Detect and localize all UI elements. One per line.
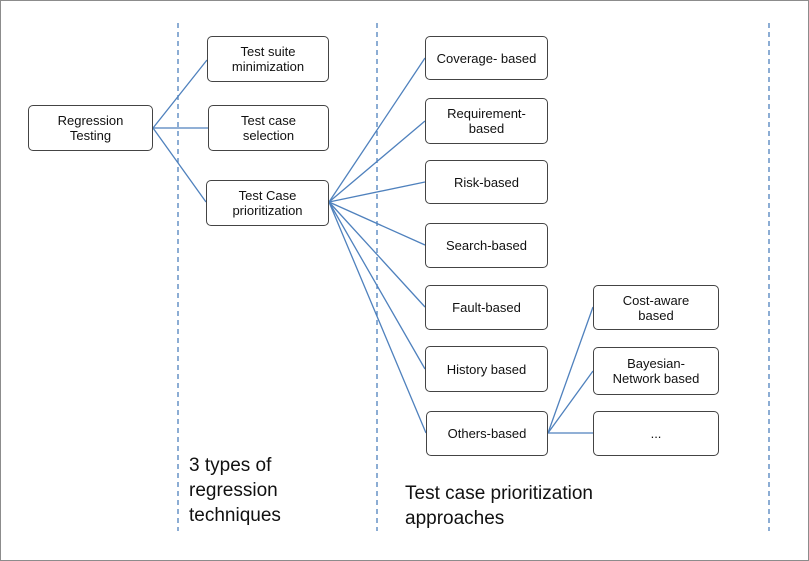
test-case-selection-box: Test case selection [208, 105, 329, 151]
test-case-prioritization-box: Test Case prioritization [206, 180, 329, 226]
connector-prioritization-to-history [328, 201, 426, 370]
bayesian-network-based-box: Bayesian- Network based [593, 347, 719, 395]
connector-prioritization-to-requirement [328, 120, 426, 203]
approaches-caption: Test case prioritization approaches [405, 483, 593, 529]
regression-testing-box: Regression Testing [28, 105, 153, 151]
test-suite-minimization-box: Test suite minimization [207, 36, 329, 82]
connector-prioritization-to-others [328, 201, 427, 434]
connector-regression-to-minimization [152, 59, 208, 129]
ellipsis-box: ... [593, 411, 719, 456]
connector-prioritization-to-coverage [328, 57, 426, 203]
cost-aware-based-box: Cost-aware based [593, 285, 719, 330]
requirement-based-box: Requirement- based [425, 98, 548, 144]
risk-based-box: Risk-based [425, 160, 548, 204]
connector-prioritization-to-risk [328, 181, 426, 203]
connector-others-to-bayesian [547, 370, 594, 434]
coverage-based-box: Coverage- based [425, 36, 548, 80]
fault-based-box: Fault-based [425, 285, 548, 330]
history-based-box: History based [425, 346, 548, 392]
connector-others-to-cost-aware [547, 306, 594, 434]
search-based-box: Search-based [425, 223, 548, 268]
connector-prioritization-to-fault [328, 201, 426, 308]
techniques-caption: 3 types of regression techniques [189, 455, 281, 526]
connector-regression-to-prioritization [152, 127, 207, 203]
connector-prioritization-to-search [328, 201, 426, 246]
others-based-box: Others-based [426, 411, 548, 456]
